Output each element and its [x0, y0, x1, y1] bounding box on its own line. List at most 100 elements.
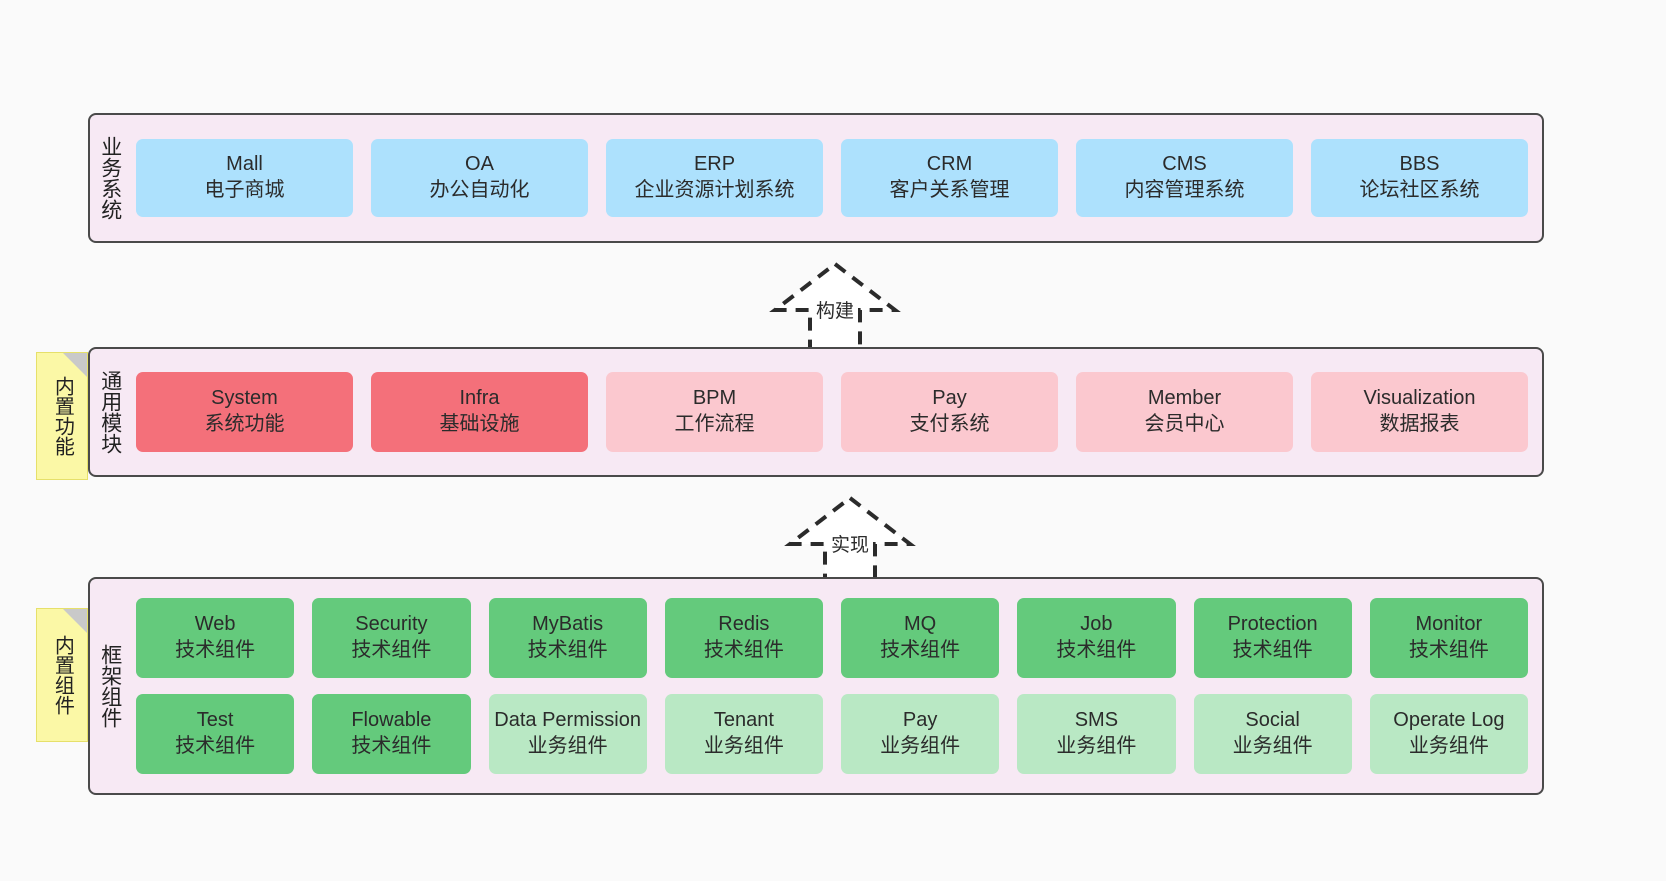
card-crm[interactable]: CRM 客户关系管理	[841, 139, 1058, 217]
card-web[interactable]: Web 技术组件	[136, 598, 295, 678]
card-name: Data Permission	[494, 709, 641, 732]
card-infra[interactable]: Infra 基础设施	[371, 372, 588, 452]
card-desc: 业务组件	[527, 735, 608, 757]
card-desc: 技术组件	[1408, 639, 1489, 661]
card-name: MQ	[904, 613, 937, 636]
card-name: Job	[1080, 613, 1113, 636]
card-data-permission[interactable]: Data Permission 业务组件	[488, 694, 647, 774]
card-desc: 技术组件	[527, 639, 608, 661]
layer-common-title: 通用模块	[98, 370, 122, 454]
card-system[interactable]: System 系统功能	[136, 372, 353, 452]
arrow-implement: 实现	[770, 492, 930, 587]
card-mybatis[interactable]: MyBatis 技术组件	[488, 598, 647, 678]
card-desc: 业务组件	[703, 735, 784, 757]
card-name: BBS	[1399, 153, 1440, 176]
card-desc: 技术组件	[880, 639, 961, 661]
card-name: Member	[1147, 387, 1222, 410]
card-name: Flowable	[351, 709, 432, 732]
card-name: Mall	[226, 153, 263, 176]
note-builtin-components-label: 内置组件	[51, 635, 74, 715]
card-name: Visualization	[1363, 387, 1476, 410]
card-desc: 办公自动化	[429, 179, 530, 201]
card-protection[interactable]: Protection 技术组件	[1193, 598, 1352, 678]
card-name: Social	[1245, 709, 1300, 732]
card-desc: 技术组件	[1056, 639, 1137, 661]
card-name: Web	[194, 613, 236, 636]
layer-business-title: 业务系统	[98, 136, 122, 220]
card-name: CRM	[926, 153, 973, 176]
layer-framework-title: 框架组件	[98, 644, 122, 728]
card-desc: 技术组件	[1232, 639, 1313, 661]
card-oa[interactable]: OA 办公自动化	[371, 139, 588, 217]
card-desc: 客户关系管理	[889, 179, 1010, 201]
card-desc: 业务组件	[1232, 735, 1313, 757]
card-desc: 业务组件	[880, 735, 961, 757]
note-builtin-components: 内置组件	[36, 608, 88, 742]
card-name: Infra	[459, 387, 500, 410]
card-bpm[interactable]: BPM 工作流程	[606, 372, 823, 452]
arrow-build: 构建	[755, 258, 915, 353]
card-social[interactable]: Social 业务组件	[1193, 694, 1352, 774]
card-visualization[interactable]: Visualization 数据报表	[1311, 372, 1528, 452]
common-card-row: System 系统功能 Infra 基础设施 BPM 工作流程 Pay 支付系统 Member 会…	[136, 372, 1528, 452]
card-name: Pay	[932, 387, 967, 410]
card-monitor[interactable]: Monitor 技术组件	[1369, 598, 1528, 678]
card-name: Pay	[902, 709, 938, 732]
card-desc: 电子商城	[204, 179, 285, 201]
card-name: Operate Log	[1393, 709, 1505, 732]
layer-common-modules: 通用模块 System 系统功能 Infra 基础设施 BPM 工作流程 Pay 支付系统 Me…	[88, 347, 1544, 477]
card-tenant[interactable]: Tenant 业务组件	[664, 694, 823, 774]
card-desc: 业务组件	[1056, 735, 1137, 757]
card-flowable[interactable]: Flowable 技术组件	[312, 694, 471, 774]
card-member[interactable]: Member 会员中心	[1076, 372, 1293, 452]
card-name: SMS	[1074, 709, 1119, 732]
card-cms[interactable]: CMS 内容管理系统	[1076, 139, 1293, 217]
card-desc: 支付系统	[909, 413, 990, 435]
card-pay[interactable]: Pay 支付系统	[841, 372, 1058, 452]
card-desc: 企业资源计划系统	[634, 179, 795, 201]
note-builtin-features: 内置功能	[36, 352, 88, 480]
card-name: CMS	[1162, 153, 1207, 176]
note-builtin-features-label: 内置功能	[51, 376, 74, 456]
card-desc: 内容管理系统	[1124, 179, 1245, 201]
card-name: System	[211, 387, 278, 410]
card-mall[interactable]: Mall 电子商城	[136, 139, 353, 217]
card-name: MyBatis	[532, 613, 604, 636]
card-desc: 技术组件	[175, 639, 256, 661]
layer-common-body: System 系统功能 Infra 基础设施 BPM 工作流程 Pay 支付系统 Member 会…	[130, 349, 1542, 475]
card-sms[interactable]: SMS 业务组件	[1017, 694, 1176, 774]
card-redis[interactable]: Redis 技术组件	[664, 598, 823, 678]
card-name: Monitor	[1415, 613, 1483, 636]
card-name: Test	[196, 709, 234, 732]
card-security[interactable]: Security 技术组件	[312, 598, 471, 678]
card-desc: 工作流程	[674, 413, 755, 435]
card-desc: 业务组件	[1408, 735, 1489, 757]
card-desc: 基础设施	[439, 413, 520, 435]
card-name: OA	[465, 153, 494, 176]
card-name: Protection	[1227, 613, 1318, 636]
card-name: Security	[355, 613, 428, 636]
card-mq[interactable]: MQ 技术组件	[841, 598, 1000, 678]
card-desc: 会员中心	[1144, 413, 1225, 435]
card-desc: 技术组件	[351, 735, 432, 757]
card-name: Redis	[718, 613, 770, 636]
card-desc: 系统功能	[204, 413, 285, 435]
card-desc: 技术组件	[351, 639, 432, 661]
card-job[interactable]: Job 技术组件	[1017, 598, 1176, 678]
card-desc: 数据报表	[1379, 413, 1460, 435]
card-operate-log[interactable]: Operate Log 业务组件	[1369, 694, 1528, 774]
arrow-implement-label: 实现	[830, 535, 870, 556]
card-name: BPM	[692, 387, 737, 410]
card-desc: 技术组件	[703, 639, 784, 661]
card-pay[interactable]: Pay 业务组件	[841, 694, 1000, 774]
card-name: Tenant	[713, 709, 774, 732]
